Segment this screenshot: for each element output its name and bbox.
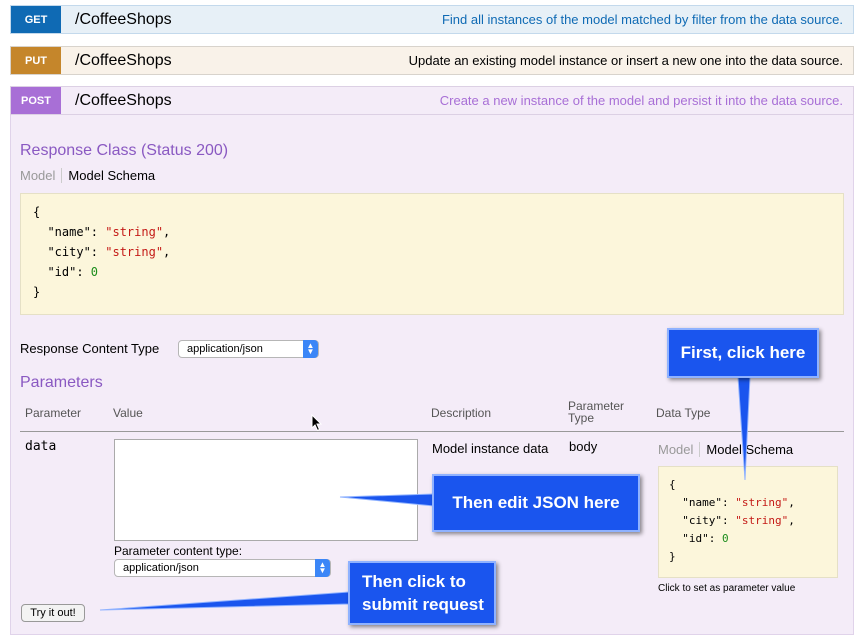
try-it-out-button[interactable]: Try it out!: [21, 604, 85, 622]
response-content-type-label: Response Content Type: [20, 341, 160, 356]
param-json-line-1: {: [669, 478, 676, 491]
param-json-line-2: "name": "string",: [669, 496, 795, 509]
response-json-line-2: "name": "string",: [33, 225, 171, 239]
param-model-tabs: Model Model Schema: [658, 442, 793, 457]
response-model-tab[interactable]: Model: [20, 168, 63, 183]
mouse-cursor-icon: [311, 414, 323, 432]
response-model-schema-tab[interactable]: Model Schema: [68, 168, 156, 183]
col-header-description: Description: [431, 406, 492, 420]
param-type: body: [569, 439, 598, 454]
param-name: data: [25, 439, 57, 454]
put-description[interactable]: Update an existing model instance or ins…: [408, 53, 843, 68]
pointer-submit: [99, 591, 350, 611]
param-value-textarea[interactable]: [114, 439, 418, 541]
param-schema-hint: Click to set as parameter value: [658, 583, 796, 594]
param-content-type-value: application/json: [123, 562, 199, 574]
response-class-heading: Response Class (Status 200): [20, 142, 229, 159]
param-schema-code[interactable]: { "name": "string", "city": "string", "i…: [658, 466, 838, 578]
select-arrows-icon: ▲▼: [315, 559, 330, 577]
col-header-parameter-type: Parameter Type: [568, 399, 625, 425]
table-header-divider: [20, 431, 844, 432]
get-verb-badge: GET: [11, 6, 61, 33]
param-model-tab[interactable]: Model: [658, 442, 701, 457]
param-content-type-select[interactable]: application/json ▲▼: [114, 559, 331, 577]
response-json-line-3: "city": "string",: [33, 245, 171, 259]
callout-edit: Then edit JSON here: [432, 474, 640, 532]
response-schema-code: { "name": "string", "city": "string", "i…: [20, 193, 844, 315]
post-description[interactable]: Create a new instance of the model and p…: [439, 93, 843, 108]
response-content-type-value: application/json: [187, 343, 263, 355]
param-json-line-5: }: [669, 550, 676, 563]
post-operation-bar[interactable]: POST /CoffeeShops Create a new instance …: [10, 86, 854, 115]
pointer-first: [737, 376, 751, 481]
post-verb-badge: POST: [11, 87, 61, 114]
get-operation-bar[interactable]: GET /CoffeeShops Find all instances of t…: [10, 5, 854, 34]
put-operation-bar[interactable]: PUT /CoffeeShops Update an existing mode…: [10, 46, 854, 75]
parameters-heading: Parameters: [20, 374, 103, 391]
pointer-edit: [339, 493, 435, 507]
response-json-line-5: }: [33, 285, 41, 299]
put-verb-badge: PUT: [11, 47, 61, 74]
response-json-line-4: "id": 0: [33, 265, 99, 279]
param-json-line-4: "id": 0: [669, 532, 729, 545]
param-content-type-label: Parameter content type:: [114, 544, 243, 558]
put-path[interactable]: /CoffeeShops: [75, 51, 172, 69]
response-content-type-select[interactable]: application/json ▲▼: [178, 340, 319, 358]
callout-first: First, click here: [667, 328, 819, 378]
response-model-tabs: Model Model Schema: [20, 168, 155, 183]
col-header-data-type: Data Type: [656, 406, 711, 420]
select-arrows-icon: ▲▼: [303, 340, 318, 358]
param-model-schema-tab[interactable]: Model Schema: [706, 442, 794, 457]
param-json-line-3: "city": "string",: [669, 514, 795, 527]
get-path[interactable]: /CoffeeShops: [75, 10, 172, 28]
post-path[interactable]: /CoffeeShops: [75, 91, 172, 109]
col-header-parameter: Parameter: [25, 406, 82, 420]
response-json-line-1: {: [33, 205, 41, 219]
get-description[interactable]: Find all instances of the model matched …: [441, 12, 843, 27]
callout-submit: Then click to submit request: [348, 561, 496, 625]
col-header-value: Value: [113, 406, 143, 420]
param-description: Model instance data: [432, 441, 549, 456]
